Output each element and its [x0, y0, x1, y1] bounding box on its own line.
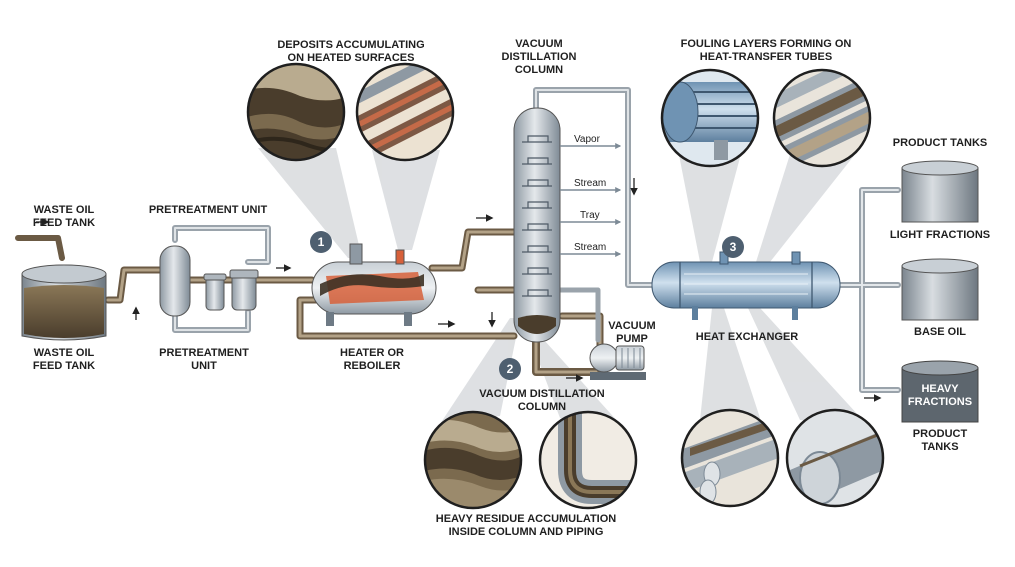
heater-reboiler	[311, 243, 437, 326]
column-top-line3: COLUMN	[515, 64, 563, 76]
magnifier-tubes-1	[680, 408, 780, 508]
product-tanks-top-label: PRODUCT TANKS	[893, 137, 988, 149]
svg-text:3: 3	[730, 240, 737, 254]
magnifier-deposits-2	[355, 62, 455, 162]
vacuum-pump	[589, 343, 646, 380]
flow-arrows	[36, 178, 882, 402]
stream-labels: Vapor Stream Tray Stream	[574, 134, 606, 253]
badge-1: 1	[310, 231, 332, 253]
magnifier-fouling-2	[772, 68, 872, 168]
labels: DEPOSITS ACCUMULATING ON HEATED SURFACES…	[33, 38, 990, 538]
pretreatment-bottom-line1: PRETREATMENT	[159, 347, 249, 359]
callout-cones	[258, 148, 870, 428]
heater-line2: REBOILER	[344, 360, 401, 372]
product-tanks-bottom-line1: PRODUCT	[913, 428, 968, 440]
product-tank-base	[901, 258, 979, 321]
column-top-line1: VACUUM	[515, 38, 562, 50]
residue-line1: HEAVY RESIDUE ACCUMULATION	[436, 513, 617, 525]
residue-line2: INSIDE COLUMN AND PIPING	[449, 526, 604, 538]
heater-line1: HEATER OR	[340, 347, 404, 359]
feed-top-line2: FEED TANK	[33, 217, 95, 229]
deposits-title-line1: DEPOSITS ACCUMULATING	[277, 39, 424, 51]
vacuum-distillation-column	[513, 107, 622, 343]
heavy-fractions-line2: FRACTIONS	[908, 396, 972, 408]
stream-label-stream-1: Stream	[574, 178, 606, 189]
fouling-title-line1: FOULING LAYERS FORMING ON	[681, 38, 852, 50]
heavy-fractions-line1: HEAVY	[921, 383, 959, 395]
column-bottom-line2: COLUMN	[518, 401, 566, 413]
magnifier-residue-1	[423, 410, 523, 510]
base-oil-label: BASE OIL	[914, 326, 966, 338]
magnifier-deposits-1	[246, 62, 346, 162]
stream-label-vapor: Vapor	[574, 134, 601, 145]
stream-label-stream-2: Stream	[574, 242, 606, 253]
product-tank-heavy	[901, 360, 979, 423]
deposits-title-line2: ON HEATED SURFACES	[288, 52, 415, 64]
svg-text:1: 1	[318, 235, 325, 249]
badge-3: 3	[722, 236, 744, 258]
fouling-title-line2: HEAT-TRANSFER TUBES	[700, 51, 832, 63]
feed-bottom-line2: FEED TANK	[33, 360, 95, 372]
svg-text:2: 2	[507, 362, 514, 376]
waste-oil-feed-tank	[21, 264, 107, 341]
heat-exchanger	[651, 251, 841, 320]
vacuum-pump-line2: PUMP	[616, 333, 648, 345]
product-tank-light	[901, 160, 979, 223]
vacuum-pump-line1: VACUUM	[608, 320, 655, 332]
pipes	[15, 87, 901, 393]
magnifier-fouling-1	[660, 68, 760, 168]
feed-top-line1: WASTE OIL	[34, 204, 95, 216]
pretreatment-unit	[159, 245, 259, 317]
column-bottom-line1: VACUUM DISTILLATION	[479, 388, 605, 400]
badge-2: 2	[499, 358, 521, 380]
product-tanks-bottom-line2: TANKS	[921, 441, 958, 453]
light-fractions-label: LIGHT FRACTIONS	[890, 229, 990, 241]
magnifier-residue-2	[538, 410, 638, 510]
column-top-line2: DISTILLATION	[502, 51, 577, 63]
stream-label-tray: Tray	[580, 210, 600, 221]
magnifier-tubes-2	[785, 408, 885, 508]
pretreatment-bottom-line2: UNIT	[191, 360, 217, 372]
heat-exchanger-label: HEAT EXCHANGER	[696, 331, 799, 343]
feed-bottom-line1: WASTE OIL	[34, 347, 95, 359]
pretreatment-top-label: PRETREATMENT UNIT	[149, 204, 268, 216]
